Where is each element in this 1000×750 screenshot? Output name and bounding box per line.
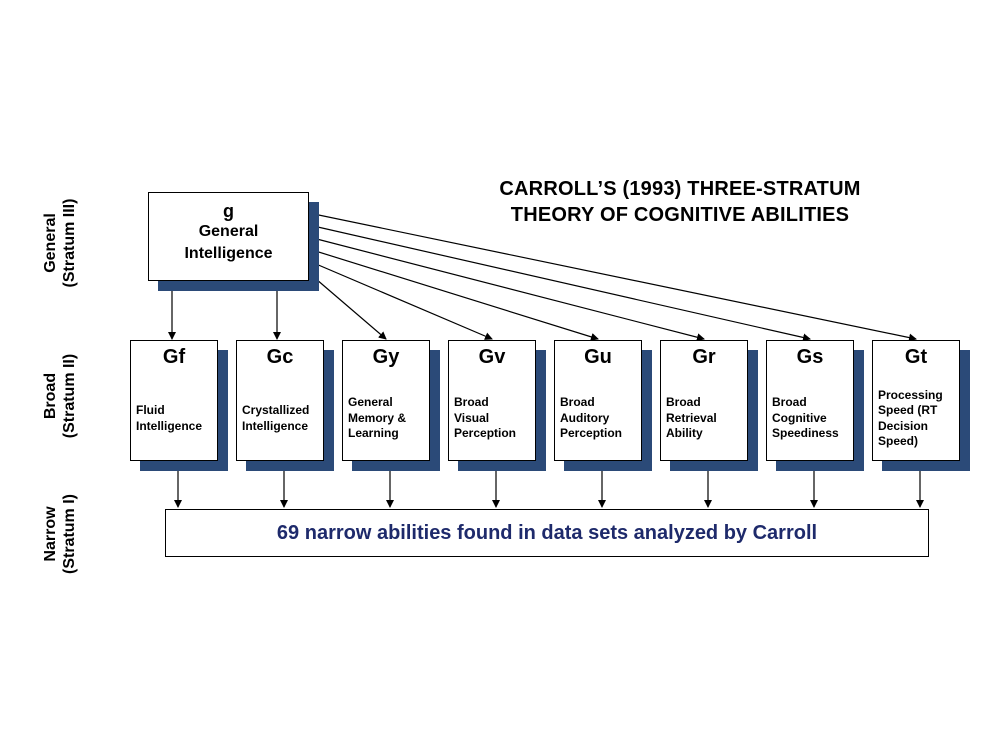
narrow-abilities-text: 69 narrow abilities found in data sets a… — [276, 522, 818, 544]
diagram-title: CARROLL’S (1993) THREE-STRATUM THEORY OF… — [420, 176, 940, 228]
broad-ability-box: Gu Broad Auditory Perception — [554, 340, 642, 461]
connector-g-to-broad — [308, 272, 387, 340]
broad-ability-box: Gc Crystallized Intelligence — [236, 340, 324, 461]
broad-ability-description: General Memory & Learning — [348, 395, 407, 441]
stratum-label-broad: Broad (Stratum II) — [41, 326, 101, 466]
stratum-general-line2: (Stratum III) — [61, 198, 78, 288]
g-name-line2: Intelligence — [184, 245, 273, 262]
broad-ability-description: Broad Auditory Perception — [560, 395, 623, 441]
connector-g-to-broad — [308, 212, 917, 342]
broad-ability-code: Gc — [266, 346, 294, 368]
broad-ability-code: Gy — [372, 346, 400, 368]
stratum-narrow-line2: (Stratum I) — [61, 494, 78, 574]
broad-ability-box: Gv Broad Visual Perception — [448, 340, 536, 461]
title-line-1: CARROLL’S (1993) THREE-STRATUM — [499, 178, 861, 200]
broad-ability-code: Gf — [162, 346, 186, 368]
broad-ability-code: Gs — [796, 346, 824, 368]
broad-ability-description: Broad Cognitive Speediness — [772, 395, 839, 441]
g-name-line1: General — [198, 223, 259, 240]
broad-ability-code: Gt — [904, 346, 928, 368]
connector-g-to-broad — [308, 248, 599, 341]
stratum-broad-line2: (Stratum II) — [61, 353, 78, 439]
broad-ability-description: Processing Speed (RT Decision Speed) — [878, 387, 943, 449]
broad-ability-box: Gy General Memory & Learning — [342, 340, 430, 461]
broad-ability-box: Gt Processing Speed (RT Decision Speed) — [872, 340, 960, 461]
title-line-2: THEORY OF COGNITIVE ABILITIES — [510, 204, 850, 226]
general-intelligence-box: g General Intelligence — [148, 192, 309, 281]
stratum-label-general: General (Stratum III) — [41, 173, 101, 313]
broad-ability-code: Gv — [478, 346, 506, 368]
g-symbol: g — [223, 201, 234, 221]
broad-ability-box: Gr Broad Retrieval Ability — [660, 340, 748, 461]
broad-ability-box: Gs Broad Cognitive Speediness — [766, 340, 854, 461]
narrow-abilities-box: 69 narrow abilities found in data sets a… — [165, 509, 929, 557]
broad-ability-description: Broad Visual Perception — [454, 395, 517, 441]
connector-g-to-broad — [308, 236, 705, 342]
broad-ability-box: Gf Fluid Intelligence — [130, 340, 218, 461]
stratum-label-narrow: Narrow (Stratum I) — [41, 464, 101, 604]
broad-ability-description: Broad Retrieval Ability — [666, 395, 717, 441]
stratum-broad-line1: Broad — [42, 372, 59, 420]
broad-ability-description: Crystallized Intelligence — [242, 403, 310, 433]
broad-ability-code: Gu — [584, 346, 612, 368]
stratum-narrow-line1: Narrow — [42, 506, 59, 562]
connector-g-to-broad — [308, 224, 811, 342]
broad-ability-description: Fluid Intelligence — [136, 403, 203, 433]
broad-ability-code: Gr — [692, 346, 716, 368]
connector-g-to-broad — [308, 260, 493, 340]
stratum-general-line1: General — [42, 213, 59, 273]
